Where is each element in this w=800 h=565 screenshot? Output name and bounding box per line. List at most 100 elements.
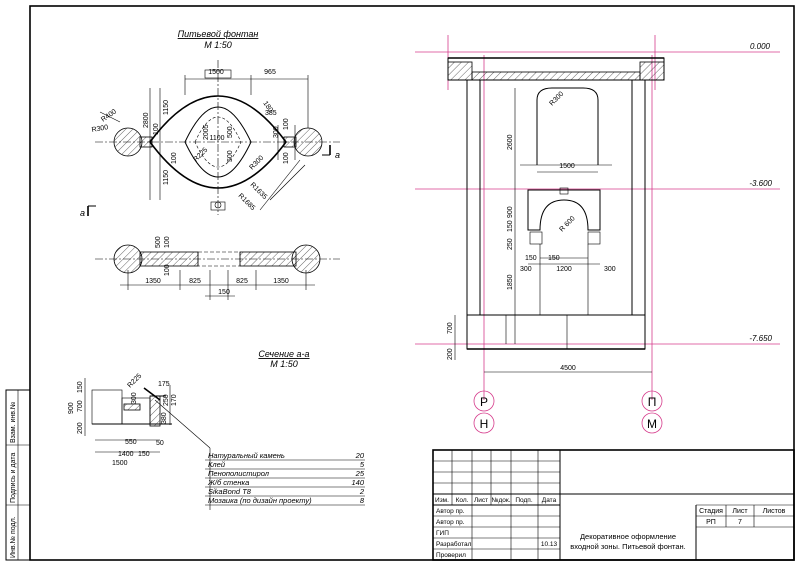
- plan-dim: 500: [227, 126, 234, 138]
- section-scale: М 1:50: [270, 359, 298, 369]
- section-dim: 50: [156, 440, 164, 447]
- plan-dim: 965: [264, 69, 276, 76]
- svg-text:а: а: [335, 150, 340, 160]
- tb-stage: РП: [706, 519, 716, 526]
- section-title: Сечение а-а: [258, 349, 309, 359]
- section-dim: 150: [77, 381, 84, 393]
- layer-name: SikaBond T8: [208, 487, 252, 496]
- plan-dim: 500: [227, 150, 234, 162]
- svg-text:Р: Р: [480, 395, 488, 409]
- section-dim: 175: [158, 381, 170, 388]
- layer-value: 25: [355, 469, 365, 478]
- elev-dim: 700: [447, 322, 454, 334]
- elev-dim: R 600: [558, 215, 576, 233]
- layer-name: Ж/б стенка: [207, 478, 249, 487]
- plan-scale: М 1:50: [204, 40, 232, 50]
- tb-role: Разработал: [436, 540, 472, 548]
- layer-name: Пенополистирол: [208, 469, 270, 478]
- plan-dim: 100: [283, 152, 290, 164]
- axis-marker-r: Р: [473, 390, 495, 412]
- plan-dim: 385: [265, 110, 277, 117]
- elev-dim: 300: [520, 266, 532, 273]
- tb-role: ГИП: [436, 530, 449, 537]
- plan-view: Питьевой фонтан М 1:50 1500 965 1150 115…: [80, 29, 340, 218]
- svg-text:а: а: [80, 208, 85, 218]
- tb-role: Автор пр.: [436, 519, 465, 526]
- elev-dim: 250: [507, 238, 514, 250]
- plan-dim: 100: [283, 118, 290, 130]
- side-stamp: Взам. инв.№ Подпись и дата Инв.№ подл.: [5, 389, 31, 561]
- elev-dim: 1850: [507, 274, 514, 290]
- stamp-signature-date: Подпись и дата: [10, 453, 17, 503]
- layer-name: Натуральный камень: [208, 451, 285, 460]
- side-dim: 100: [164, 264, 171, 276]
- side-dim: 1350: [273, 278, 289, 285]
- plan-dim: 1150: [163, 100, 170, 115]
- svg-text:Н: Н: [480, 417, 489, 431]
- section-dim: 250: [163, 394, 170, 406]
- tb-header-date: Дата: [542, 497, 557, 504]
- svg-text:П: П: [648, 395, 657, 409]
- side-dim: 825: [236, 278, 248, 285]
- layer-name: Мозаика (по дизайн проекту): [208, 496, 312, 505]
- tb-stage-label: Стадия: [699, 508, 723, 515]
- plan-dim: 2005: [203, 124, 210, 140]
- elev-dim: R300: [548, 91, 565, 108]
- side-dim: 1350: [145, 278, 161, 285]
- section-dim: 150: [138, 451, 150, 458]
- level-mark: 0.000: [750, 42, 771, 51]
- plan-dim: 1150: [163, 170, 170, 185]
- plan-dim: R1635: [249, 181, 269, 201]
- side-dim: 100: [164, 236, 171, 248]
- sheet-frame: [29, 5, 795, 561]
- side-dim: 150: [218, 289, 230, 296]
- tb-role: Автор пр.: [436, 508, 465, 515]
- axis-marker-p: П: [641, 390, 663, 412]
- elev-dim: 2600: [507, 134, 514, 150]
- plan-dim: R400: [100, 108, 118, 123]
- level-mark: -7.650: [749, 334, 772, 343]
- plan-dim: 1500: [208, 69, 224, 76]
- tb-role: Проверил: [436, 552, 466, 559]
- elevation-view: 0.000 -3.600 -7.650: [415, 35, 780, 434]
- side-dim: 500: [155, 236, 162, 248]
- axis-marker-m: М: [641, 412, 663, 434]
- layer-value: 8: [360, 496, 365, 505]
- tb-description-line2: входной зоны. Питьевой фонтан.: [570, 542, 686, 551]
- side-dim: 825: [189, 278, 201, 285]
- tb-description-line1: Декоративное оформление: [580, 532, 676, 541]
- elev-dim: 200: [447, 348, 454, 360]
- tb-header-izm: Изм.: [435, 497, 449, 504]
- level-mark: -3.600: [749, 179, 772, 188]
- tb-sheet: 7: [738, 519, 742, 526]
- section-view: Сечение а-а М 1:50 150 900 700 200 R225 …: [68, 349, 310, 510]
- section-dim: 900: [68, 402, 75, 414]
- elev-dim: 150: [548, 255, 560, 262]
- plan-dim: 2800: [143, 112, 150, 128]
- section-dim: 1400: [118, 451, 134, 458]
- plan-dim: 100: [153, 123, 160, 135]
- tb-date: 10.13: [541, 541, 558, 548]
- section-dim: 200: [77, 422, 84, 434]
- layer-name: Клей: [208, 460, 226, 469]
- plan-dim: 100: [171, 152, 178, 164]
- stamp-replace-inv: Взам. инв.№: [10, 402, 17, 443]
- plan-dim: R225: [192, 147, 209, 164]
- side-view: 500 100 100 1350 825 825 1350 150: [95, 236, 340, 300]
- tb-header-sign: Подп.: [515, 497, 532, 504]
- tb-header-kol: Кол.: [456, 497, 469, 504]
- elev-dim: 4500: [560, 365, 576, 372]
- layer-value: 2: [359, 487, 365, 496]
- layer-value: 20: [355, 451, 365, 460]
- layers-table: Натуральный камень 20 Клей 5 Пенополисти…: [205, 451, 365, 506]
- plan-dim: R1685: [237, 192, 257, 212]
- section-dim: 700: [77, 400, 84, 412]
- section-dim: 550: [125, 439, 137, 446]
- section-dim: R225: [126, 373, 143, 390]
- section-mark-left: а: [80, 205, 96, 218]
- section-dim: 1500: [112, 460, 128, 467]
- svg-text:М: М: [647, 417, 657, 431]
- plan-title: Питьевой фонтан: [178, 29, 259, 39]
- tb-header-doc: №док.: [491, 497, 510, 504]
